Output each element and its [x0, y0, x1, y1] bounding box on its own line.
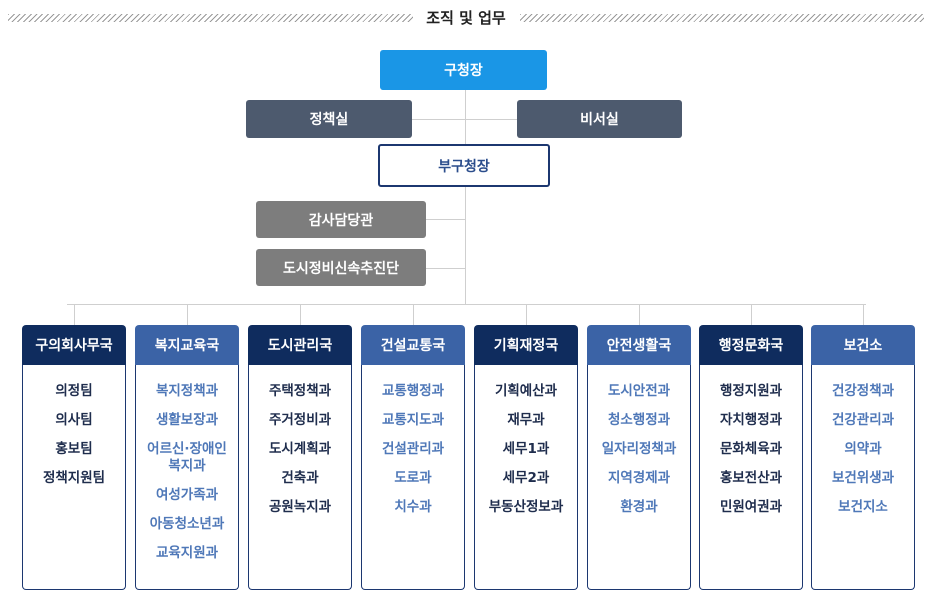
policy-office-label: 정책실	[309, 112, 349, 128]
unit-item[interactable]: 지역경제과	[607, 470, 671, 486]
unit-item[interactable]: 환경과	[620, 499, 658, 515]
unit-item[interactable]: 홍보팀	[55, 441, 93, 457]
unit-item[interactable]: 세무1과	[502, 441, 550, 457]
connector-dept-drop	[187, 304, 188, 325]
unit-item[interactable]: 주거정비과	[268, 412, 332, 428]
department-header[interactable]: 안전생활국	[587, 325, 691, 365]
unit-item[interactable]: 건강정책과	[831, 383, 895, 399]
page-title: 조직 및 업무	[426, 9, 506, 27]
unit-item[interactable]: 도시계획과	[268, 441, 332, 457]
unit-item[interactable]: 아동청소년과	[149, 516, 225, 532]
secretary-office-label: 비서실	[580, 112, 619, 128]
unit-item[interactable]: 재무과	[507, 412, 545, 428]
connector-dept-drop	[413, 304, 414, 325]
unit-item[interactable]: 자치행정과	[719, 412, 783, 428]
unit-item[interactable]: 부동산정보과	[488, 499, 564, 515]
connector-dept-horizontal	[67, 304, 866, 305]
connector-dept-drop	[300, 304, 301, 325]
unit-item[interactable]: 도로과	[394, 470, 432, 486]
department-header[interactable]: 보건소	[811, 325, 915, 365]
unit-item[interactable]: 공원녹지과	[268, 499, 332, 515]
unit-item[interactable]: 일자리정책과	[601, 441, 677, 457]
unit-item[interactable]: 민원여권과	[719, 499, 783, 515]
unit-item[interactable]: 도시안전과	[607, 383, 671, 399]
mayor-label: 구청장	[444, 63, 483, 79]
unit-item[interactable]: 정책지원팀	[42, 470, 106, 486]
unit-item[interactable]: 보건지소	[838, 499, 888, 515]
unit-item[interactable]: 의정팀	[55, 383, 93, 399]
urban-renewal-unit-label: 도시정비신속추진단	[283, 260, 399, 277]
connector-dept-drop	[863, 304, 864, 325]
secretary-office-box[interactable]: 비서실	[517, 100, 682, 138]
unit-item[interactable]: 교통지도과	[381, 412, 445, 428]
unit-item[interactable]: 생활보장과	[155, 412, 219, 428]
unit-item[interactable]: 기획예산과	[494, 383, 558, 399]
unit-item[interactable]: 청소행정과	[607, 412, 671, 428]
deputy-mayor-box[interactable]: 부구청장	[378, 144, 550, 187]
unit-item[interactable]: 건축과	[281, 470, 319, 486]
connector-staff	[412, 119, 517, 120]
mayor-box[interactable]: 구청장	[380, 50, 547, 90]
unit-item[interactable]: 주택정책과	[268, 383, 332, 399]
unit-item[interactable]: 건설관리과	[381, 441, 445, 457]
connector-dept-drop	[74, 304, 75, 325]
policy-office-box[interactable]: 정책실	[246, 100, 412, 138]
department-header[interactable]: 복지교육국	[135, 325, 239, 365]
urban-renewal-unit-box[interactable]: 도시정비신속추진단	[256, 249, 426, 286]
unit-item[interactable]: 행정지원과	[719, 383, 783, 399]
unit-item[interactable]: 보건위생과	[831, 470, 895, 486]
audit-officer-label: 감사담당관	[308, 212, 374, 229]
unit-item[interactable]: 세무2과	[502, 470, 550, 486]
department-header[interactable]: 도시관리국	[248, 325, 352, 365]
connector-audit	[426, 219, 466, 220]
unit-item[interactable]: 문화체육과	[719, 441, 783, 457]
connector-renewal	[426, 268, 466, 269]
unit-item[interactable]: 홍보전산과	[719, 470, 783, 486]
unit-item[interactable]: 의약과	[844, 441, 882, 457]
unit-item[interactable]: 교통행정과	[381, 383, 445, 399]
connector-dept-drop	[751, 304, 752, 325]
unit-item[interactable]: 복지정책과	[155, 383, 219, 399]
connector-dept-drop	[639, 304, 640, 325]
connector-dept-drop	[526, 304, 527, 325]
deputy-mayor-label: 부구청장	[438, 158, 490, 175]
department-header[interactable]: 구의회사무국	[22, 325, 126, 365]
title-rule-left	[8, 14, 413, 22]
unit-item[interactable]: 건강관리과	[831, 412, 895, 428]
unit-item[interactable]: 의사팀	[55, 412, 93, 428]
unit-item[interactable]: 여성가족과	[155, 487, 219, 503]
unit-item[interactable]: 교육지원과	[155, 545, 219, 561]
unit-item[interactable]: 어르신·장애인 복지과	[147, 441, 227, 474]
department-header[interactable]: 건설교통국	[361, 325, 465, 365]
department-header[interactable]: 기획재정국	[474, 325, 578, 365]
audit-officer-box[interactable]: 감사담당관	[256, 201, 426, 238]
title-rule-right	[520, 14, 924, 22]
unit-item[interactable]: 치수과	[394, 499, 432, 515]
department-header[interactable]: 행정문화국	[699, 325, 803, 365]
connector-main-vertical	[465, 90, 466, 304]
